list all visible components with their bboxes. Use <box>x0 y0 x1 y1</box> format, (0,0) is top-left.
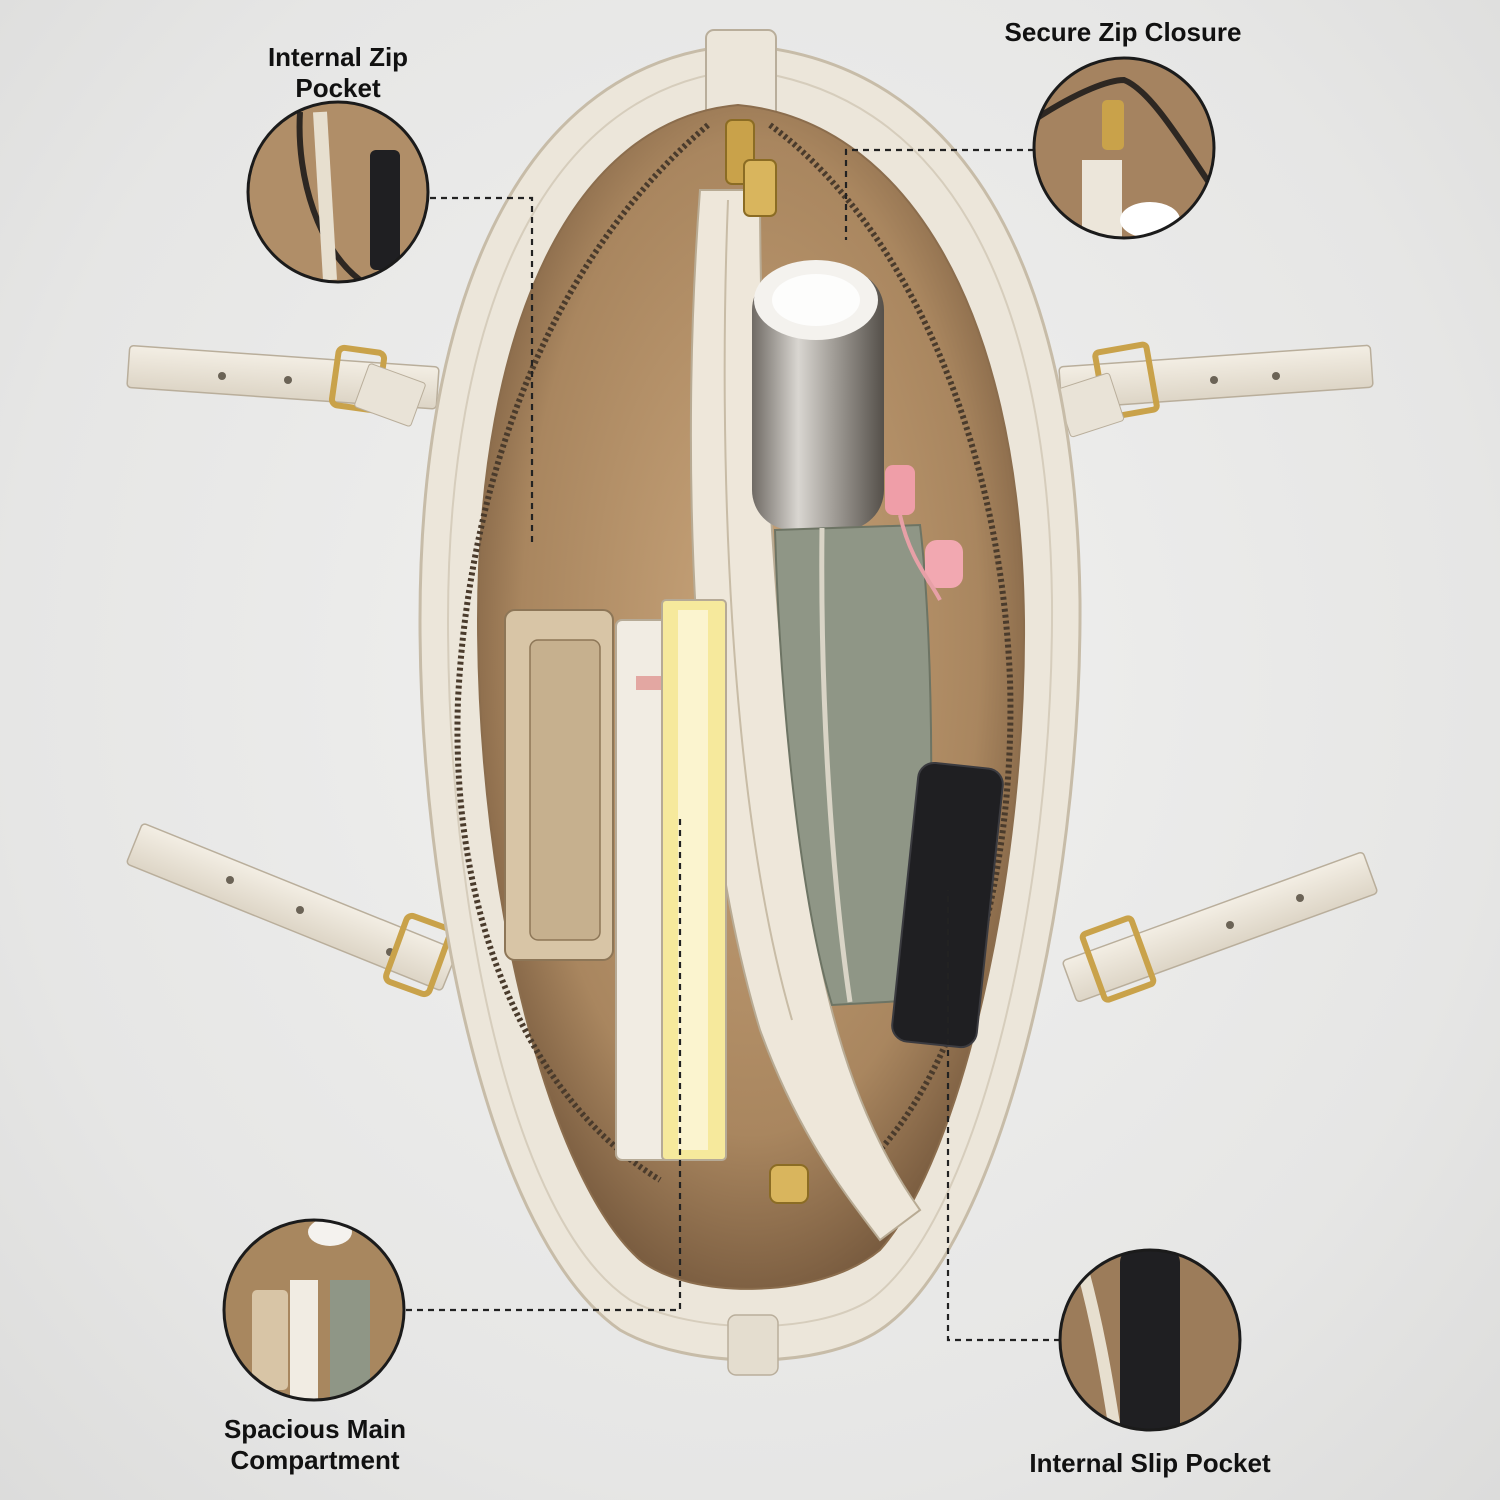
label-secure-zip-closure: Secure Zip Closure <box>988 17 1258 48</box>
label-internal-slip-pocket: Internal Slip Pocket <box>1010 1448 1290 1479</box>
label-line: Compartment <box>230 1445 400 1475</box>
detail-circle-secure-zip <box>1032 56 1216 240</box>
label-internal-zip-pocket: Internal Zip Pocket <box>238 42 438 104</box>
detail-circle-slip-pocket <box>1058 1248 1242 1432</box>
label-line: Internal Zip <box>267 42 409 72</box>
callout-lines <box>406 148 1060 1342</box>
label-line: Secure Zip Closure <box>1004 17 1242 47</box>
strap-left-bottom <box>126 823 458 998</box>
strap-right-bottom <box>1062 851 1378 1003</box>
pink-accessory <box>885 465 963 601</box>
label-line: Pocket <box>295 73 381 103</box>
smartphone <box>891 761 1004 1049</box>
zipper-pull-icon <box>725 119 809 1204</box>
notebooks <box>615 599 727 1161</box>
water-bottle <box>752 260 884 530</box>
detail-circle-internal-zip <box>246 100 430 284</box>
label-spacious-main-compartment: Spacious Main Compartment <box>200 1414 430 1476</box>
detail-circle-main-compartment <box>222 1218 406 1402</box>
strap-left-top <box>126 344 440 427</box>
wallet <box>504 609 614 961</box>
label-line: Spacious Main <box>223 1414 407 1444</box>
strap-right-top <box>1055 341 1374 438</box>
label-line: Internal Slip Pocket <box>1029 1448 1271 1478</box>
